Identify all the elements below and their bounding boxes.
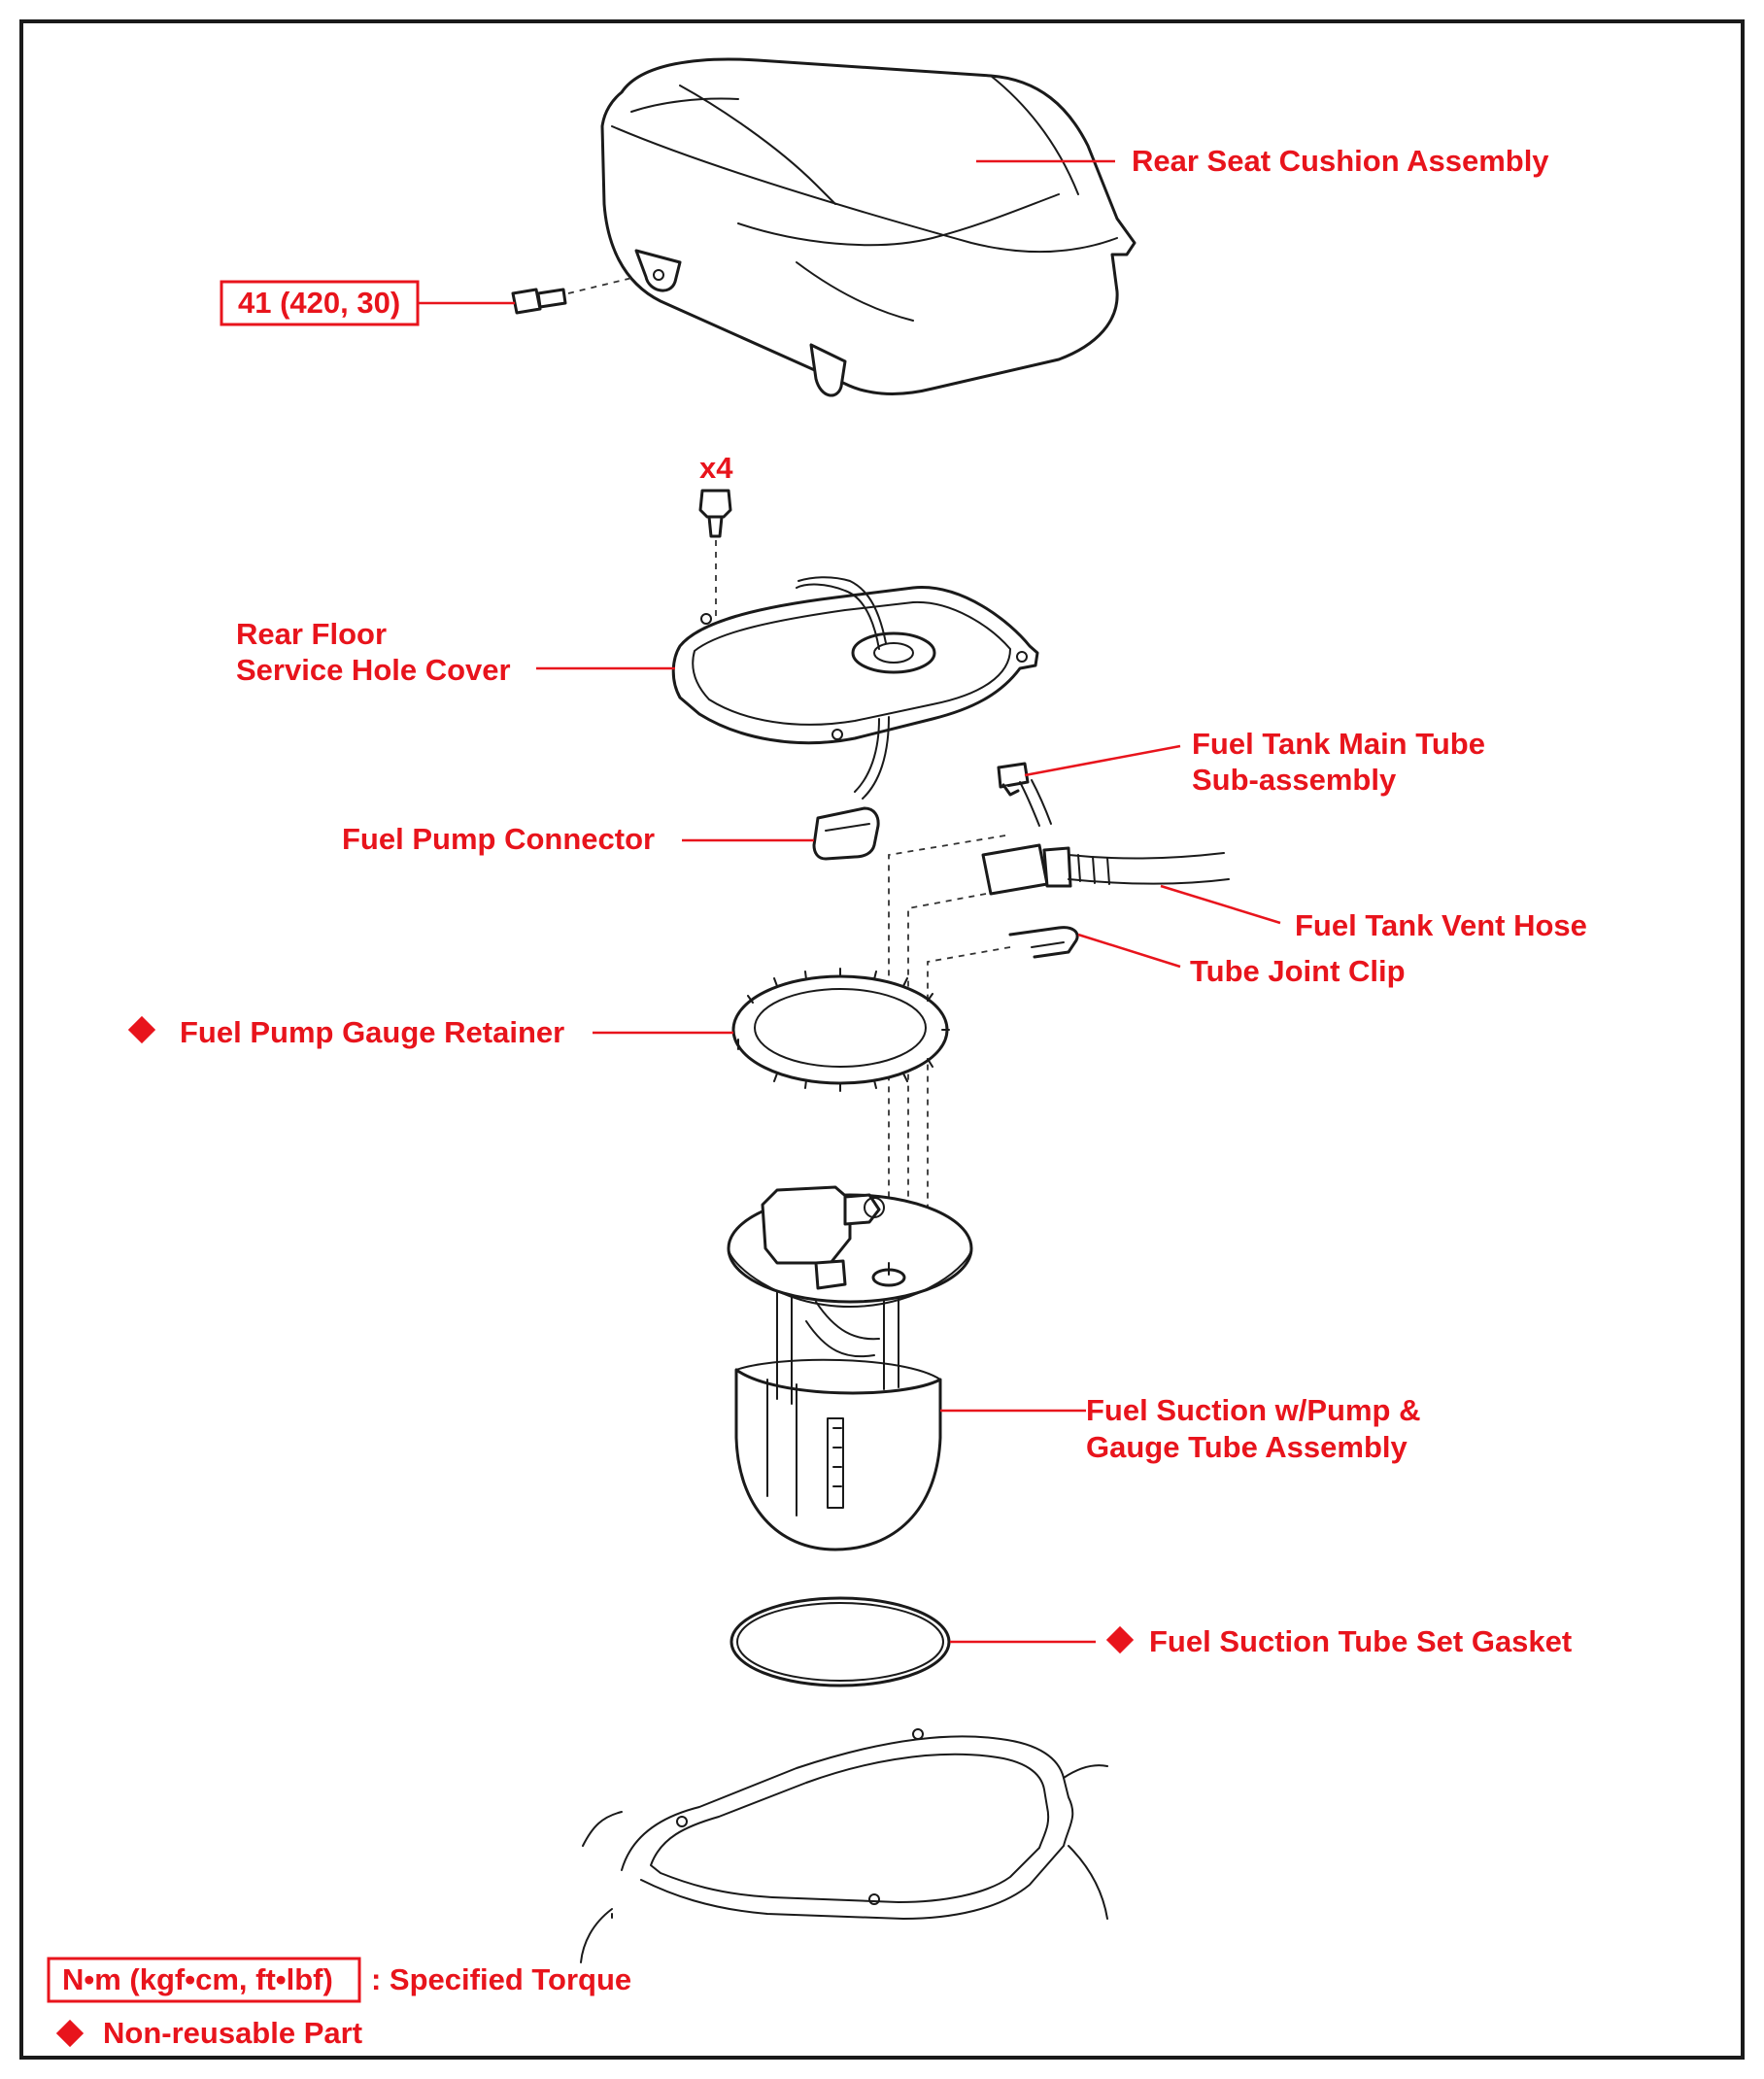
- vent-hose-drawing: [981, 843, 1230, 896]
- label-tube-clip: Tube Joint Clip: [1190, 954, 1406, 988]
- nonreusable-icon-retainer: [127, 1015, 156, 1044]
- label-gauge-retainer: Fuel Pump Gauge Retainer: [180, 1015, 564, 1049]
- main-tube-drawing: [997, 762, 1052, 827]
- label-vent-hose: Fuel Tank Vent Hose: [1295, 908, 1587, 942]
- legend-torque-desc: : Specified Torque: [371, 1962, 631, 1996]
- label-pump-connector: Fuel Pump Connector: [342, 822, 655, 856]
- diagram-frame: [19, 19, 1745, 2060]
- seat-bolt-drawing: [511, 276, 637, 315]
- tube-clip-drawing: [1008, 926, 1079, 959]
- nonreusable-icon-gasket: [1105, 1625, 1135, 1654]
- legend-torque-box: [47, 1957, 361, 2003]
- legend-nonreusable-desc: Non-reusable Part: [103, 2016, 362, 2050]
- cover-bolt-drawing: [698, 489, 732, 617]
- legend-nonreusable-icon: [55, 2019, 85, 2048]
- fuel-pump-assembly-drawing: [727, 1185, 973, 1551]
- label-main-tube-line1: Fuel Tank Main Tube: [1192, 727, 1485, 761]
- label-main-tube-line2: Sub-assembly: [1192, 763, 1397, 797]
- torque-box: [220, 280, 420, 326]
- label-rear-seat-cushion: Rear Seat Cushion Assembly: [1132, 144, 1549, 178]
- label-torque-value: 41 (420, 30): [238, 286, 400, 320]
- label-quantity: x4: [699, 451, 733, 485]
- label-service-cover-line2: Service Hole Cover: [236, 653, 511, 687]
- label-pump-assy-line1: Fuel Suction w/Pump &: [1086, 1393, 1420, 1427]
- leader-tube-clip: [1077, 933, 1181, 969]
- floor-opening-drawing: [580, 1728, 1108, 1963]
- legend-torque-unit: N•m (kgf•cm, ft•lbf): [62, 1962, 333, 1996]
- gasket-drawing: [729, 1596, 951, 1687]
- label-pump-assy-line2: Gauge Tube Assembly: [1086, 1430, 1408, 1464]
- leader-vent-hose: [1160, 884, 1281, 925]
- label-gasket: Fuel Suction Tube Set Gasket: [1149, 1624, 1572, 1658]
- gauge-retainer-drawing: [731, 968, 950, 1092]
- service-hole-cover-drawing: [671, 576, 1039, 800]
- leader-main-tube: [1024, 744, 1181, 777]
- label-service-cover-line1: Rear Floor: [236, 617, 387, 651]
- rear-seat-cushion-drawing: [600, 57, 1136, 397]
- fuel-pump-connector-drawing: [812, 806, 880, 861]
